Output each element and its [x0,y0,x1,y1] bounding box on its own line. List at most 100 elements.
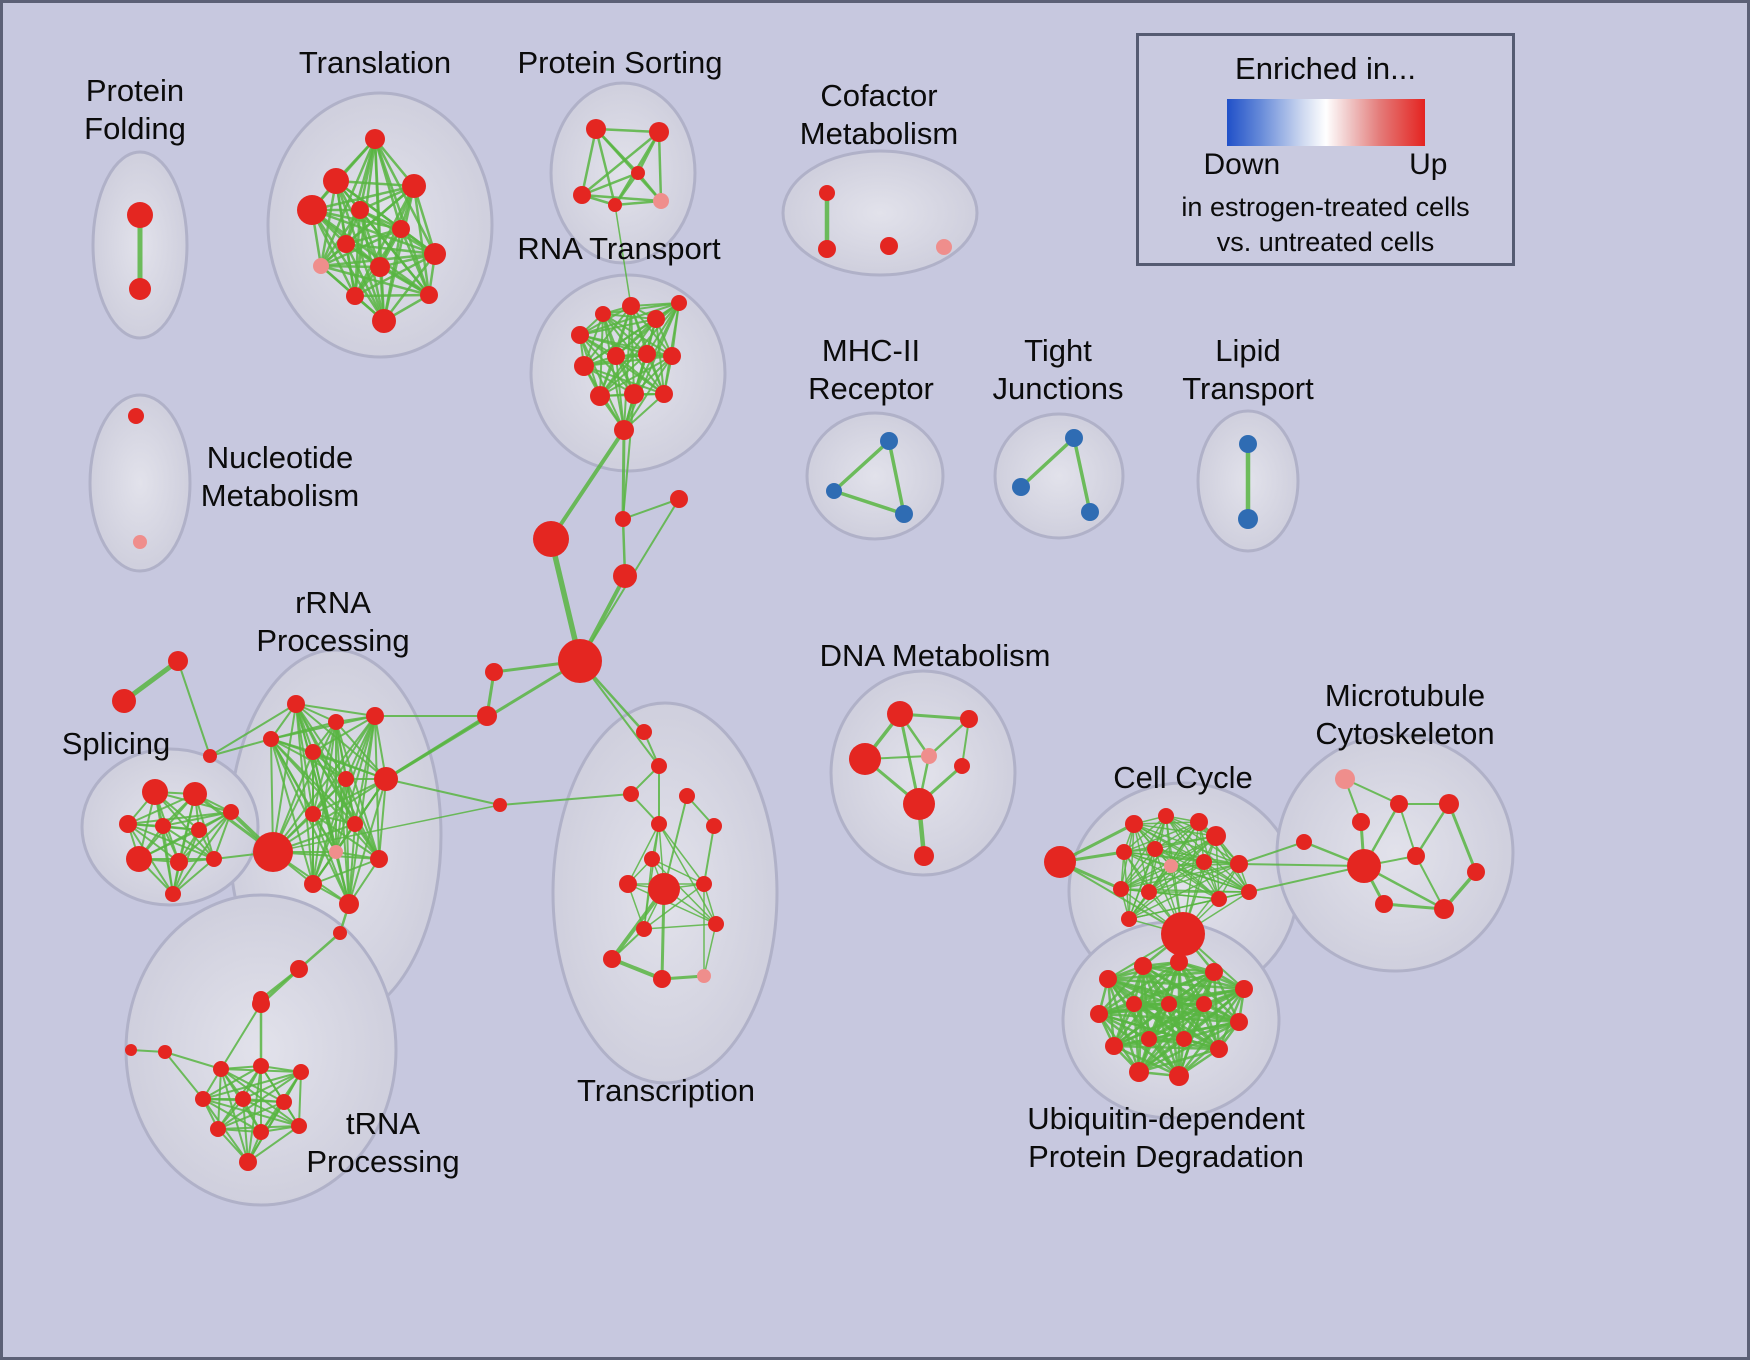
node-c5[interactable] [558,639,602,683]
node-s4[interactable] [155,818,171,834]
node-d7[interactable] [914,846,934,866]
node-t6[interactable] [392,220,410,238]
node-a11[interactable] [347,816,363,832]
node-d4[interactable] [921,748,937,764]
node-j2[interactable] [1012,478,1030,496]
node-u3[interactable] [1170,953,1188,971]
node-r4[interactable] [647,310,665,328]
node-r7[interactable] [607,347,625,365]
node-u2[interactable] [1134,957,1152,975]
node-k13[interactable] [1161,912,1205,956]
node-g3[interactable] [203,749,217,763]
node-n12[interactable] [239,1153,257,1171]
node-k11[interactable] [1113,881,1129,897]
node-k4[interactable] [1190,813,1208,831]
node-a3[interactable] [366,707,384,725]
node-c4[interactable] [670,490,688,508]
node-t4[interactable] [351,201,369,219]
node-t7[interactable] [337,235,355,253]
node-k2[interactable] [1125,815,1143,833]
node-u16[interactable] [1169,1066,1189,1086]
node-mc2[interactable] [1352,813,1370,831]
node-a12[interactable] [370,850,388,868]
node-n4[interactable] [253,1058,269,1074]
node-mc1[interactable] [1335,769,1355,789]
node-k1[interactable] [1044,846,1076,878]
node-r13[interactable] [614,420,634,440]
node-k9[interactable] [1196,854,1212,870]
node-u13[interactable] [1176,1031,1192,1047]
node-x11[interactable] [708,916,724,932]
node-x5[interactable] [651,816,667,832]
node-x1[interactable] [636,724,652,740]
node-d1[interactable] [887,701,913,727]
node-t2[interactable] [365,129,385,149]
node-g2[interactable] [112,689,136,713]
node-n9[interactable] [210,1121,226,1137]
node-u12[interactable] [1141,1031,1157,1047]
node-k14[interactable] [1121,911,1137,927]
node-x13[interactable] [603,950,621,968]
node-n8[interactable] [276,1094,292,1110]
node-x9[interactable] [648,873,680,905]
node-r2[interactable] [595,306,611,322]
node-d5[interactable] [954,758,970,774]
node-a6[interactable] [374,767,398,791]
node-a9[interactable] [329,845,343,859]
node-r5[interactable] [671,295,687,311]
node-u15[interactable] [1129,1062,1149,1082]
node-t1[interactable] [323,168,349,194]
node-ps2[interactable] [649,122,669,142]
node-t13[interactable] [420,286,438,304]
node-k12[interactable] [1141,884,1157,900]
node-u9[interactable] [1196,996,1212,1012]
node-k3[interactable] [1158,808,1174,824]
node-pf1[interactable] [127,202,153,228]
node-x12[interactable] [636,921,652,937]
node-s7[interactable] [126,846,152,872]
node-t10[interactable] [424,243,446,265]
node-cf3[interactable] [880,237,898,255]
node-cf4[interactable] [936,239,952,255]
node-a13[interactable] [304,875,322,893]
node-s5[interactable] [191,822,207,838]
node-a7[interactable] [338,771,354,787]
node-r9[interactable] [663,347,681,365]
node-a16[interactable] [290,960,308,978]
node-k8[interactable] [1164,859,1178,873]
node-t12[interactable] [372,309,396,333]
node-x15[interactable] [697,969,711,983]
node-r10[interactable] [590,386,610,406]
node-u1[interactable] [1099,970,1117,988]
node-s3[interactable] [119,815,137,833]
node-a15[interactable] [333,926,347,940]
node-a8[interactable] [253,832,293,872]
node-r8[interactable] [638,345,656,363]
node-s1[interactable] [142,779,168,805]
node-cf2[interactable] [818,240,836,258]
node-k15[interactable] [1211,891,1227,907]
node-a1[interactable] [287,695,305,713]
node-c2[interactable] [533,521,569,557]
node-a14[interactable] [339,894,359,914]
node-mc4[interactable] [1439,794,1459,814]
node-mc7[interactable] [1375,895,1393,913]
node-nm1[interactable] [128,408,144,424]
node-ps5[interactable] [653,193,669,209]
node-c3[interactable] [613,564,637,588]
node-x7[interactable] [644,851,660,867]
node-u7[interactable] [1126,996,1142,1012]
node-s6[interactable] [223,804,239,820]
node-u8[interactable] [1161,996,1177,1012]
node-c6[interactable] [485,663,503,681]
node-k5[interactable] [1206,826,1226,846]
node-mc5[interactable] [1347,849,1381,883]
node-t3[interactable] [297,195,327,225]
node-u11[interactable] [1105,1037,1123,1055]
node-mc8[interactable] [1434,899,1454,919]
node-x10[interactable] [696,876,712,892]
node-pf2[interactable] [129,278,151,300]
node-ps3[interactable] [573,186,591,204]
node-x8[interactable] [619,875,637,893]
node-m2[interactable] [826,483,842,499]
